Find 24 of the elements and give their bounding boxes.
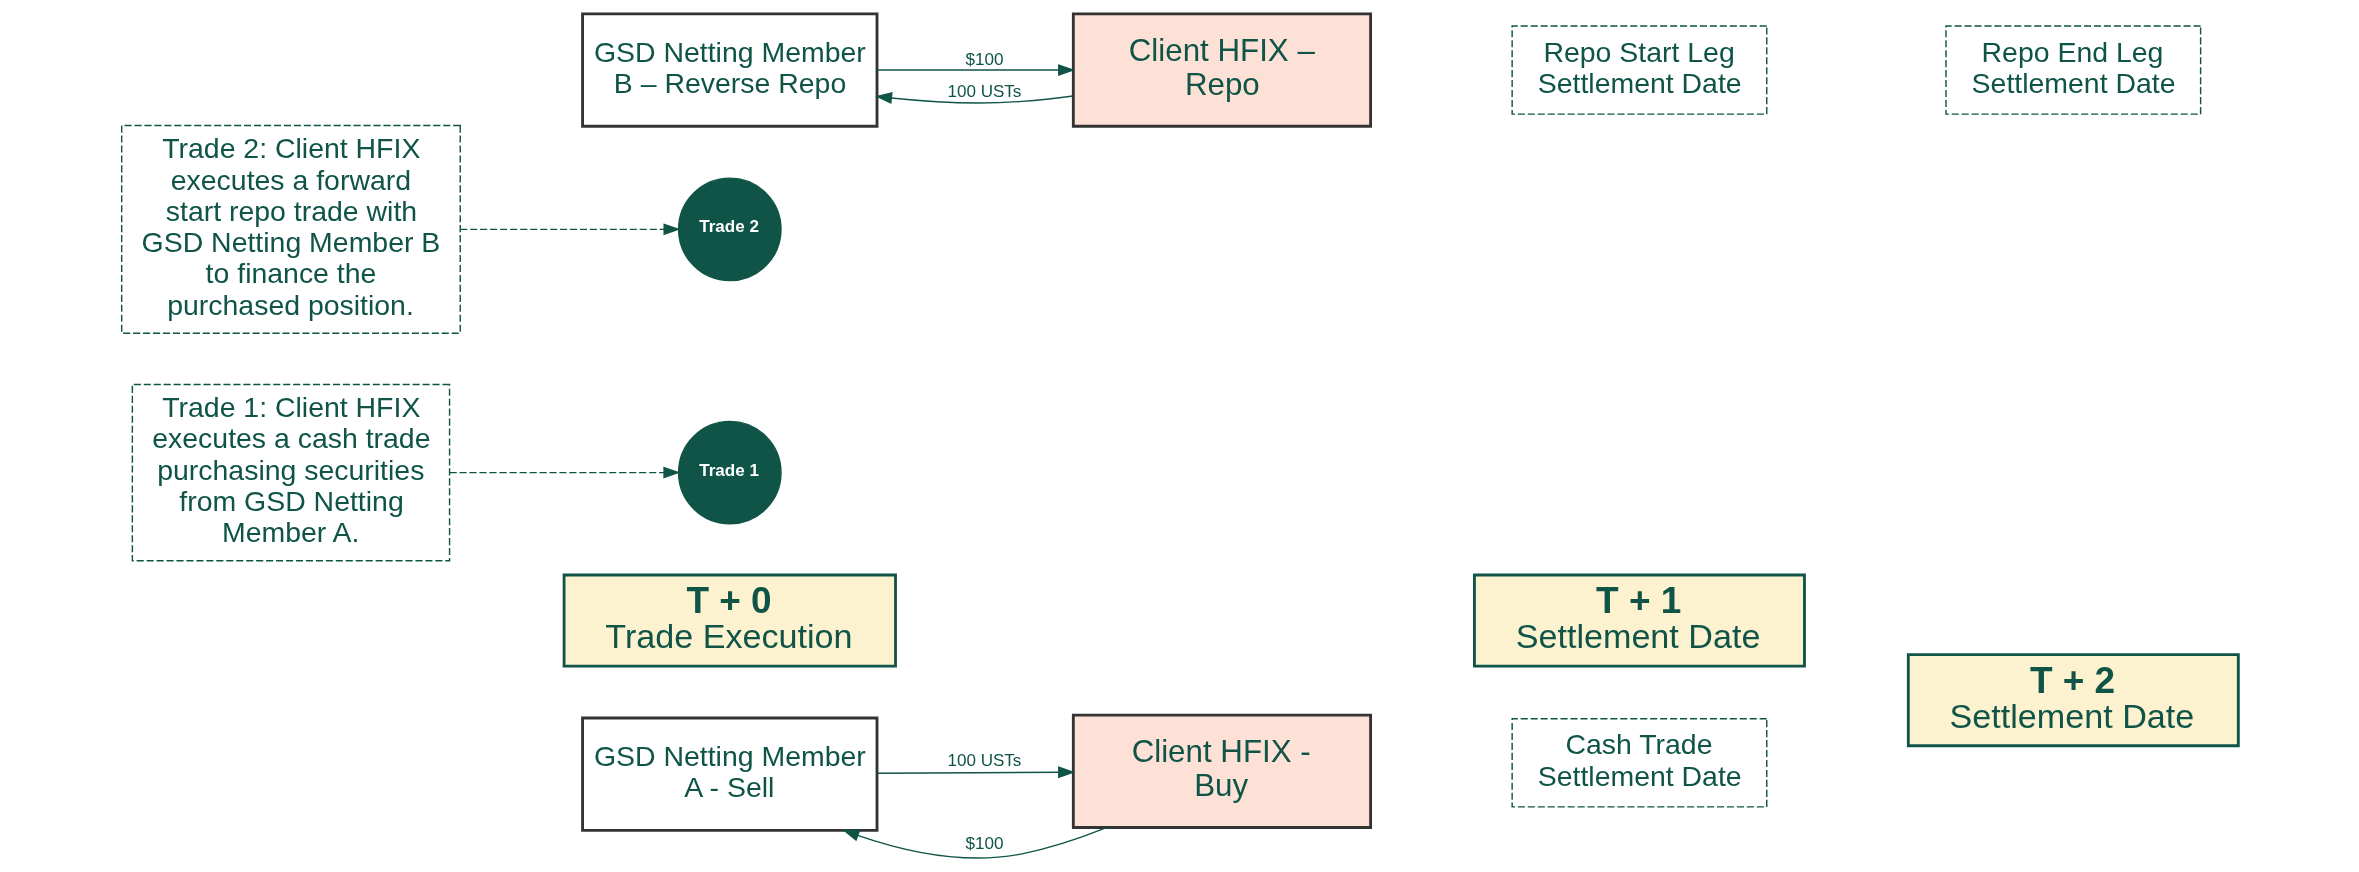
node-box: Client HFIX - Buy bbox=[1071, 713, 1372, 829]
node-box: Cash Trade Settlement Date bbox=[1510, 718, 1767, 808]
edge-label: $100 bbox=[964, 50, 1003, 70]
node-box: T + 0 Trade Execution bbox=[562, 573, 897, 668]
node-box: Repo Start Leg Settlement Date bbox=[1510, 25, 1767, 115]
arrow bbox=[459, 223, 681, 236]
arrow bbox=[874, 92, 1074, 104]
node-box: Trade 2: Client HFIX executes a forward start repo trade with GSD Netting Member B to finance the purchased position. bbox=[120, 124, 461, 334]
node-circle: Trade 2 bbox=[677, 177, 782, 282]
node-box: Repo End Leg Settlement Date bbox=[1944, 25, 2201, 115]
node-box: GSD Netting Member A - Sell bbox=[580, 716, 878, 832]
node-box: Client HFIX – Repo bbox=[1071, 12, 1372, 128]
arrow bbox=[841, 826, 1107, 859]
node-box: Trade 1: Client HFIX executes a cash trade purchasing securities from GSD Netting Member A. bbox=[131, 383, 450, 562]
node-box: GSD Netting Member B – Reverse Repo bbox=[580, 12, 878, 128]
arrow bbox=[876, 766, 1075, 779]
edge-label: 100 USTs bbox=[946, 81, 1021, 101]
arrow bbox=[876, 64, 1075, 77]
edge-label: 100 USTs bbox=[946, 751, 1021, 771]
node-box: T + 2 Settlement Date bbox=[1906, 653, 2240, 748]
node-box: T + 1 Settlement Date bbox=[1472, 573, 1806, 668]
node-circle: Trade 1 bbox=[677, 420, 782, 525]
edge-label: $100 bbox=[964, 833, 1003, 853]
arrow bbox=[448, 466, 680, 479]
